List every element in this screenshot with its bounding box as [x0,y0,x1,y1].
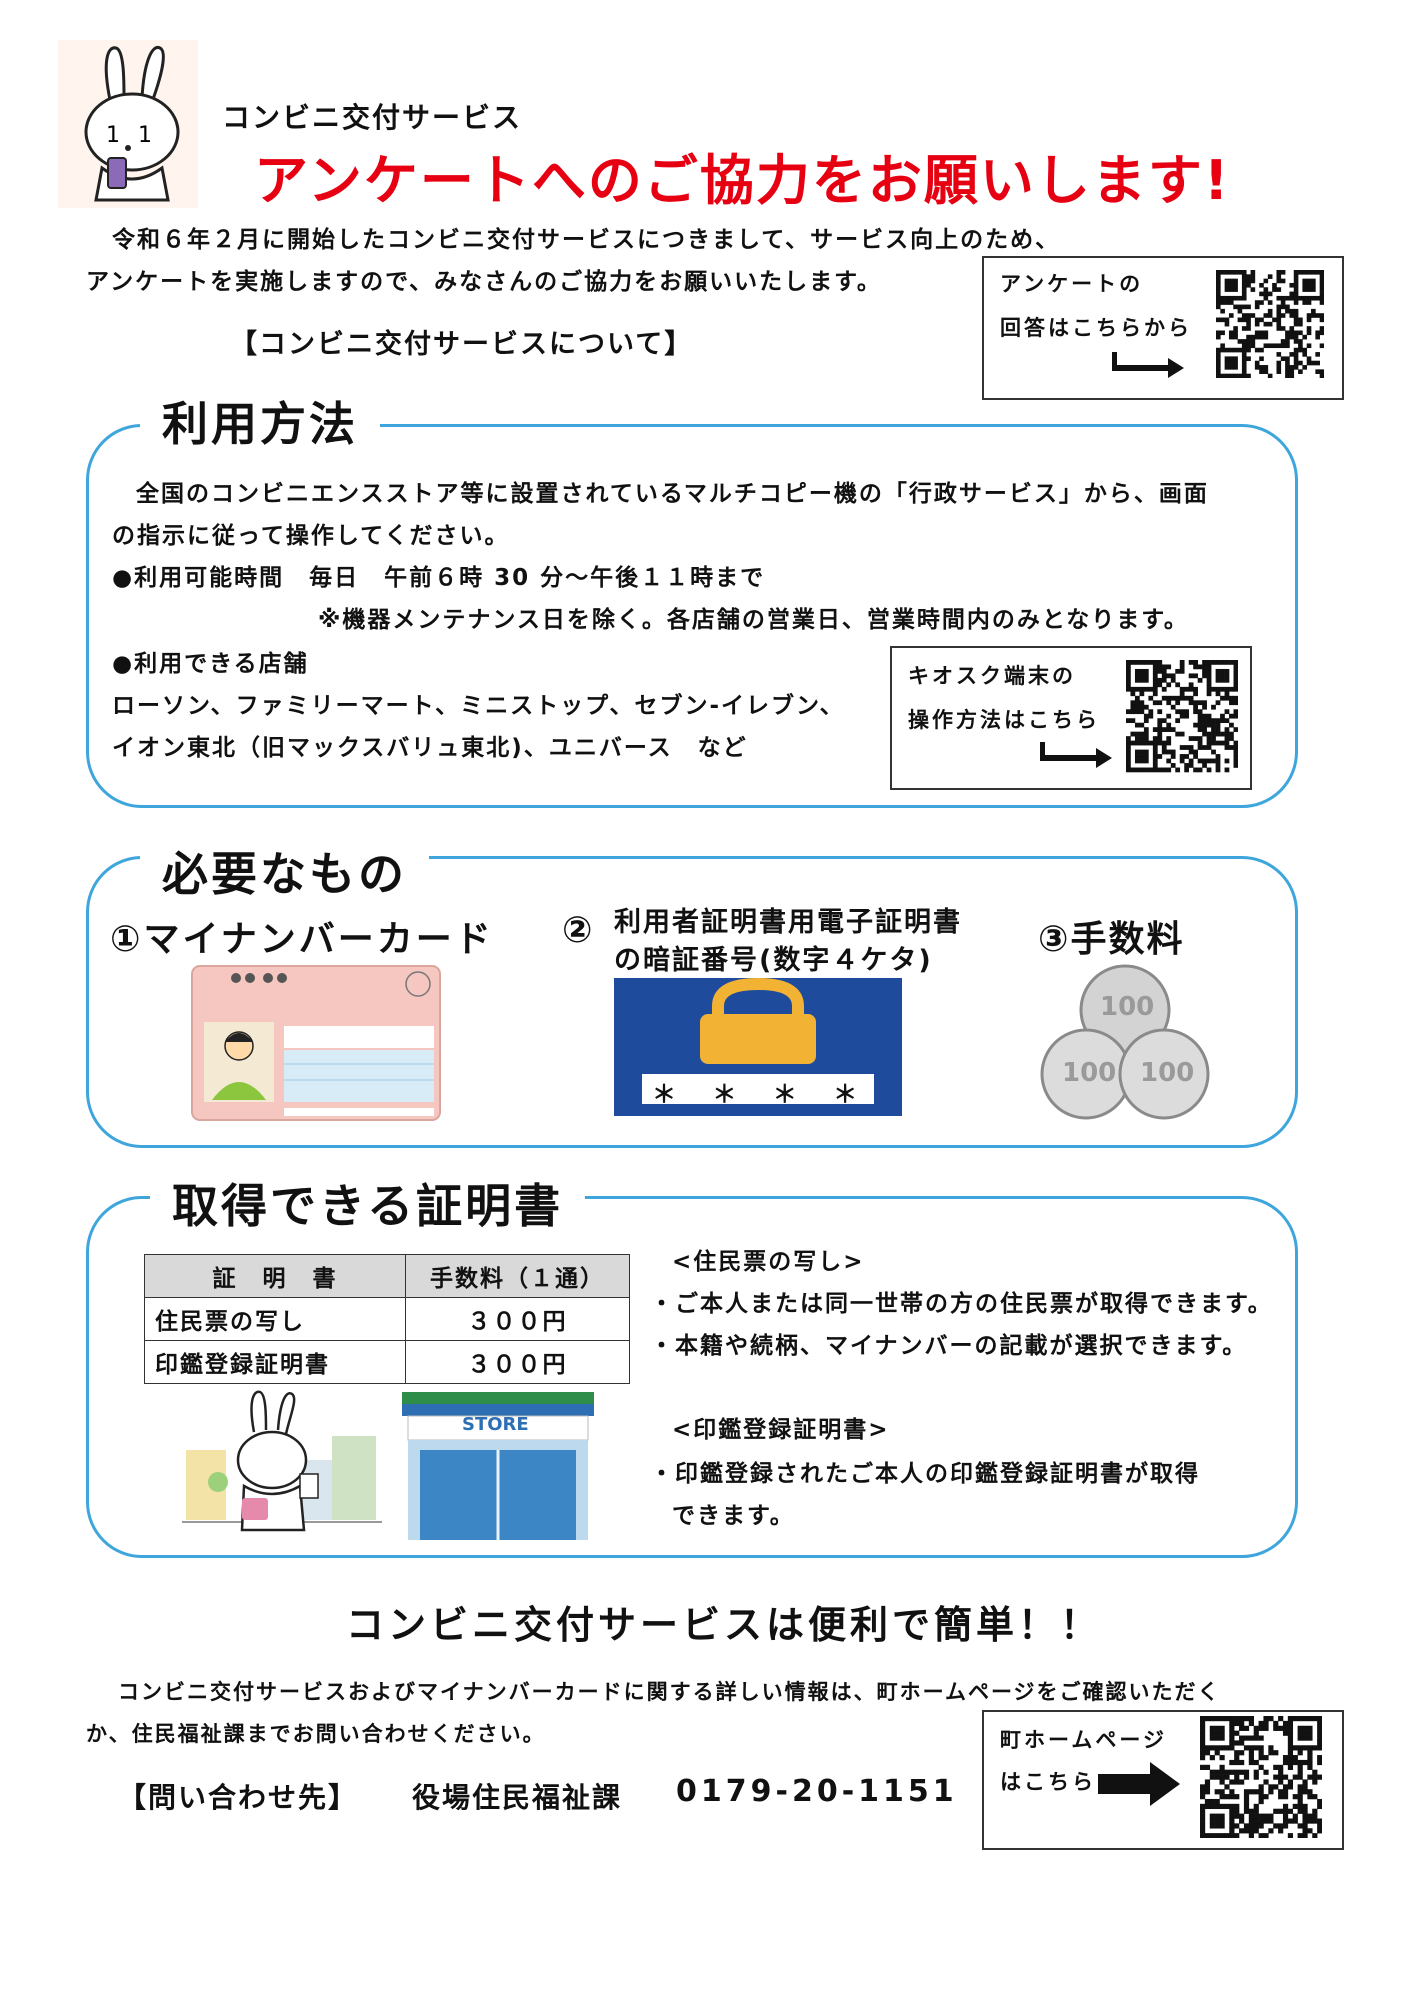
survey-box-line1: アンケートの [1000,272,1144,296]
coin-label-top: 100 [1100,992,1155,1022]
need-item-pin-line2: の暗証番号(数字４ケタ) [614,945,933,976]
pin-padlock-illustration [614,977,902,1120]
table-cell: ３００円 [405,1340,630,1384]
survey-box-line2: 回答はこちらから [1000,316,1192,340]
table-cell: 住民票の写し [144,1297,406,1341]
seal-bullet-1: ・印鑑登録されたご本人の印鑑登録証明書が取得 [650,1461,1200,1487]
stores-line2: イオン東北（旧マックスバリュ東北)、ユニバース など [112,735,748,761]
need-item-fee: ③手数料 [1038,919,1185,960]
usage-line2: の指示に従って操作してください。 [112,523,510,549]
svg-text:1: 1 [138,123,152,148]
table-header: 手数料（１通） [405,1254,630,1298]
coin-label-right: 100 [1140,1058,1195,1088]
mynumber-card-illustration [190,964,442,1126]
usage-title: 利用方法 [140,388,380,454]
convenience-store-illustration [402,1392,594,1546]
seal-heading: <印鑑登録証明書> [672,1417,890,1443]
intro-line1: 令和６年２月に開始したコンビニ交付サービスにつきまして、サービス向上のため、 [112,227,1061,253]
slogan: コンビニ交付サービスは便利で簡単！！ [346,1603,1103,1647]
svg-text:1: 1 [106,123,120,148]
kiosk-qr-code[interactable] [1126,660,1239,776]
homepage-box-line1: 町ホームページ [1000,1728,1167,1752]
resident-bullet-1: ・ご本人または同一世帯の方の住民票が取得できます。 [650,1291,1273,1317]
usage-hours: ●利用可能時間 毎日 午前６時 30 分～午後１１時まで [112,565,766,591]
need-item-mynumber: ①マイナンバーカード [110,919,494,960]
coin-label-left: 100 [1062,1058,1117,1088]
table-row: 住民票の写し ３００円 [144,1297,630,1341]
need-item-pin-line1: 利用者証明書用電子証明書 [614,907,962,938]
pin-mask: ＊ ＊ ＊ ＊ [652,1080,872,1108]
arrow-right-icon [1098,1762,1180,1810]
kiosk-box-line2: 操作方法はこちら [908,708,1100,732]
about-heading: 【コンビニ交付サービスについて】 [230,329,694,360]
footer-info-line1: コンビニ交付サービスおよびマイナンバーカードに関する詳しい情報は、町ホームページ… [118,1680,1221,1704]
table-row: 印鑑登録証明書 ３００円 [144,1340,630,1384]
contact-label: 【問い合わせ先】 [118,1781,359,1814]
certificates-title: 取得できる証明書 [150,1170,586,1236]
coins-100yen-illustration [1040,962,1210,1128]
header-subtitle: コンビニ交付サービス [222,101,523,134]
needs-title: 必要なもの [140,838,429,904]
arrow-right-icon [1111,350,1184,382]
homepage-qr-code[interactable] [1200,1716,1323,1839]
contact-phone: 0179-20-1151 [676,1774,958,1809]
table-header-row: 証 明 書 手数料（１通） [144,1254,630,1298]
mascot-town-illustration [182,1390,382,1546]
resident-heading: <住民票の写し> [672,1249,865,1275]
usage-line1: 全国のコンビニエンスストア等に設置されているマルチコピー機の「行政サービス」から… [136,481,1209,507]
footer-info-line2: か、住民福祉課までお問い合わせください。 [86,1722,546,1746]
stores-heading: ●利用できる店舗 [112,651,309,677]
arrow-right-icon [1039,740,1112,772]
need-item-pin-number: ② [562,910,593,951]
survey-qr-code[interactable] [1216,270,1325,379]
store-sign: STORE [462,1414,529,1435]
header-title: アンケートへのご協力をお願いします! [254,149,1231,212]
usage-note: ※機器メンテナンス日を除く。各店舗の営業日、営業時間内のみとなります。 [318,607,1189,633]
mascot-rabbit-logo: 1 1 [58,40,198,208]
homepage-box-line2: はこちら [1000,1770,1096,1794]
seal-bullet-2: できます。 [672,1503,795,1529]
stores-line1: ローソン、ファミリーマート、ミニストップ、セブン-イレブン、 [112,693,845,719]
resident-bullet-2: ・本籍や続柄、マイナンバーの記載が選択できます。 [650,1333,1248,1359]
kiosk-box-line1: キオスク端末の [908,664,1076,688]
contact-department: 役場住民福祉課 [412,1781,623,1814]
table-header: 証 明 書 [144,1254,406,1298]
table-cell: ３００円 [405,1297,630,1341]
table-cell: 印鑑登録証明書 [144,1340,406,1384]
certificate-fee-table: 証 明 書 手数料（１通） 住民票の写し ３００円 印鑑登録証明書 ３００円 [144,1254,630,1384]
intro-line2: アンケートを実施しますので、みなさんのご協力をお願いいたします。 [86,269,882,295]
